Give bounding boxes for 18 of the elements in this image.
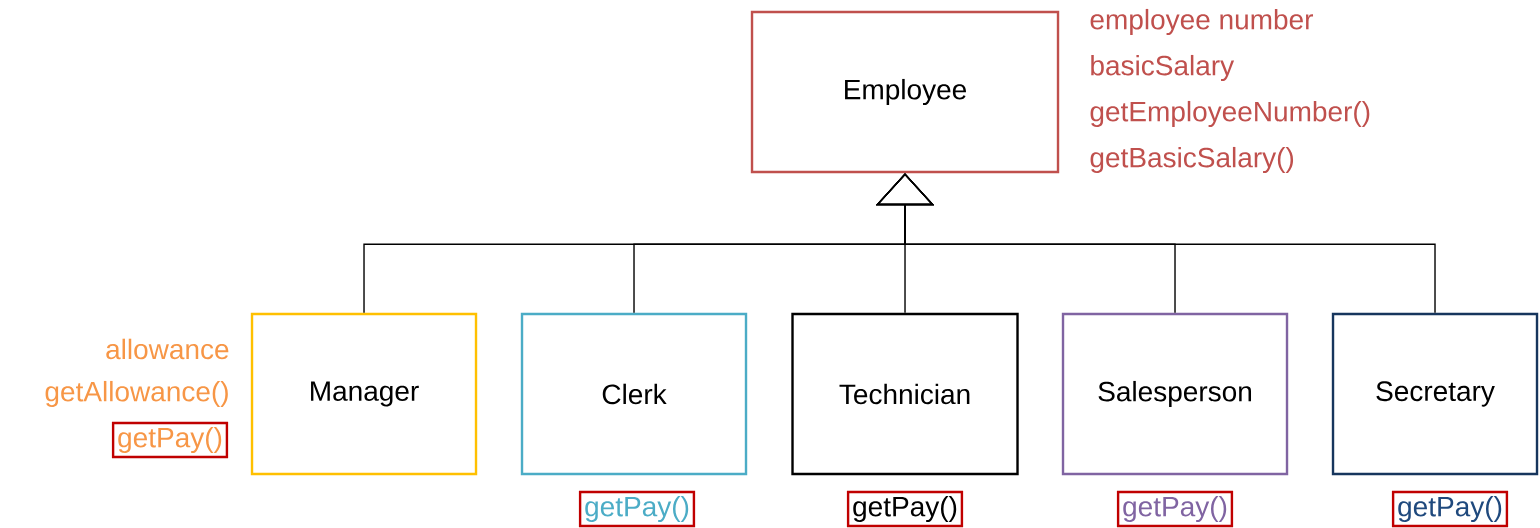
method-box: getPay() [578,490,696,528]
inheritance-arrow [875,173,1436,314]
member-text: allowance [106,338,229,360]
class-box: Salesperson [1061,312,1289,476]
method-box: getPay() [1391,490,1509,528]
member-text: getBasicSalary() [1090,146,1294,174]
method-box: getPay() [111,421,229,459]
member-text: basicSalary [1091,54,1235,82]
method-box: getPay() [1116,490,1234,528]
member-text: employee number [1090,8,1313,36]
class-box: Employee [750,10,1060,174]
class-box: Manager [250,312,478,476]
class-box: Secretary [1331,312,1539,476]
method-box: getPay() [846,490,964,528]
class-box: Technician [791,312,1019,476]
member-text: getEmployeeNumber() [1090,100,1370,128]
class-box: Clerk [520,312,748,476]
member-text: getAllowance() [45,380,228,408]
